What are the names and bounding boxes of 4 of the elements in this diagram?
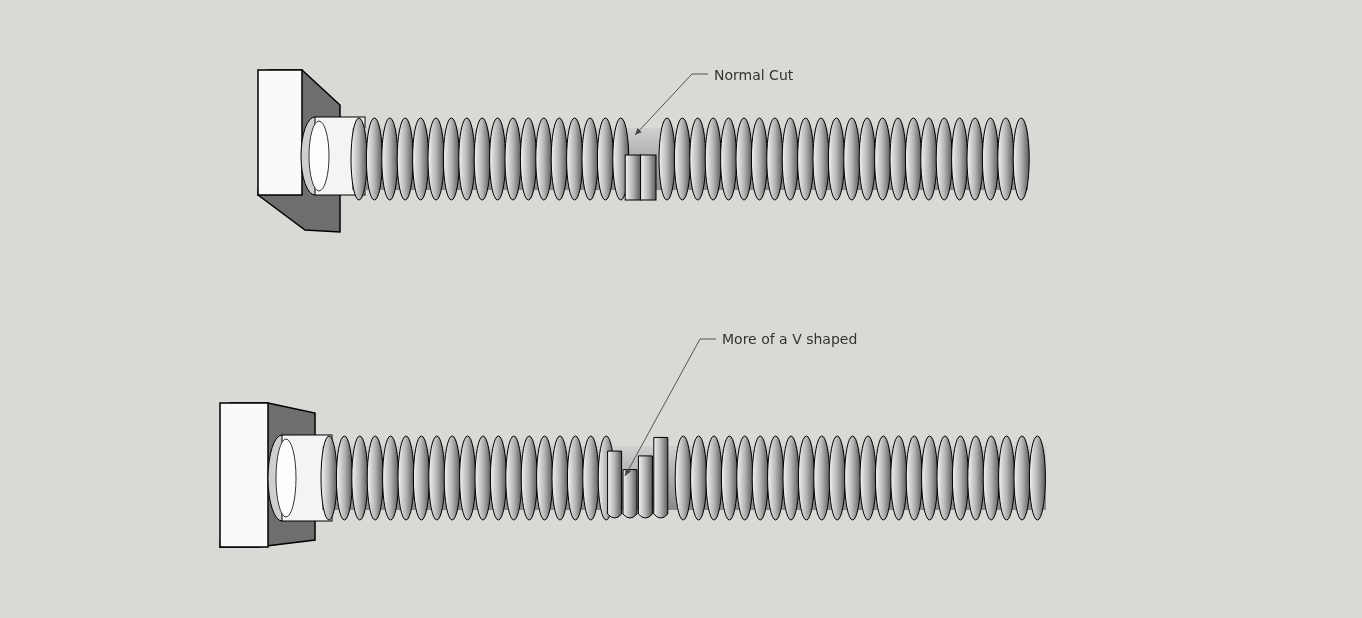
leader-line [634,73,709,136]
callout-label: More of a V shaped [722,331,858,347]
leader-line [624,338,717,477]
callout-label: Normal Cut [714,67,794,83]
